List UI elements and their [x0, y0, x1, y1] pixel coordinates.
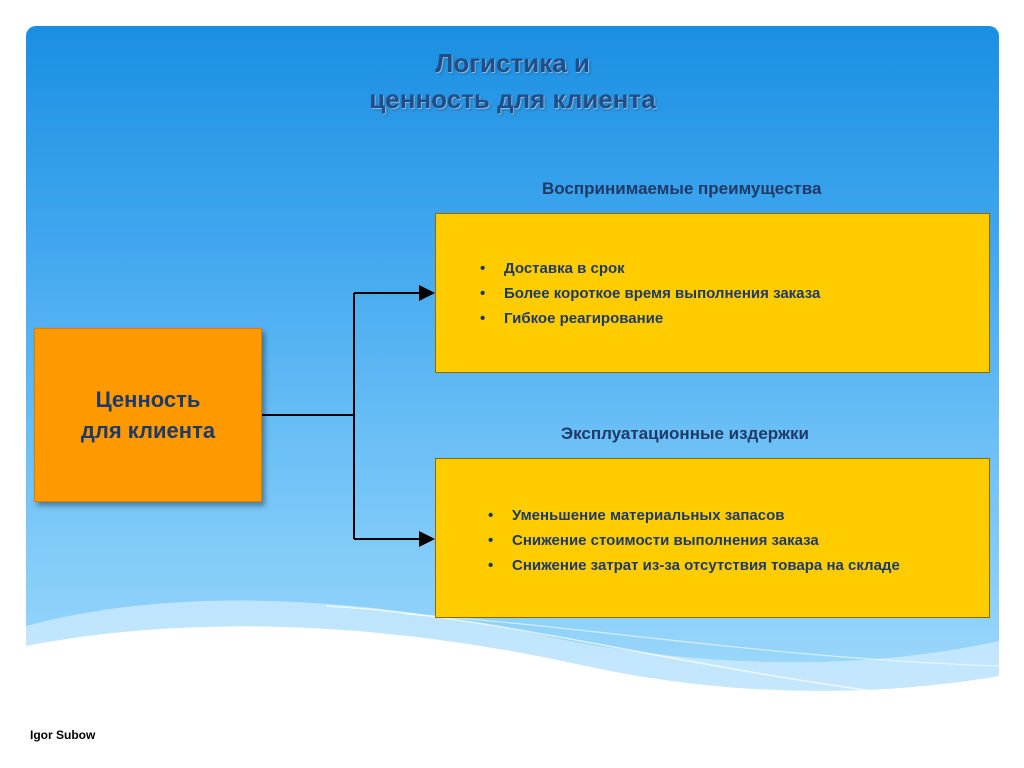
- benefits-box: •Доставка в срок •Более короткое время в…: [435, 213, 990, 373]
- bullet-icon: •: [480, 260, 486, 277]
- benefits-item: •Гибкое реагирование: [480, 306, 820, 331]
- benefits-item: •Доставка в срок: [480, 256, 820, 281]
- benefits-heading: Воспринимаемые преимущества: [542, 179, 822, 198]
- costs-box: •Уменьшение материальных запасов •Снижен…: [435, 458, 990, 618]
- bullet-icon: •: [480, 285, 486, 302]
- costs-item: •Уменьшение материальных запасов: [488, 503, 900, 528]
- customer-value-box: Ценность для клиента: [34, 328, 262, 502]
- costs-item: •Снижение затрат из-за отсутствия товара…: [488, 553, 900, 578]
- costs-item: •Снижение стоимости выполнения заказа: [488, 528, 900, 553]
- customer-value-label: Ценность для клиента: [80, 387, 216, 443]
- benefits-list: •Доставка в срок •Более короткое время в…: [480, 256, 820, 331]
- bullet-icon: •: [480, 310, 486, 327]
- slide-title-line2: ценность для клиента: [369, 84, 656, 114]
- costs-list: •Уменьшение материальных запасов •Снижен…: [488, 503, 900, 578]
- costs-heading: Эксплуатационные издержки: [561, 424, 809, 443]
- connector-lines: [262, 285, 435, 547]
- bullet-icon: •: [488, 532, 494, 549]
- benefits-item: •Более короткое время выполнения заказа: [480, 281, 820, 306]
- author-credit: Igor Subow: [30, 728, 96, 742]
- wave-decoration: [26, 600, 999, 726]
- bullet-icon: •: [488, 557, 494, 574]
- slide-title-line1: Логистика и: [435, 48, 590, 78]
- slide-background: Логистика и ценность для клиента Ценност…: [26, 26, 999, 726]
- bullet-icon: •: [488, 507, 494, 524]
